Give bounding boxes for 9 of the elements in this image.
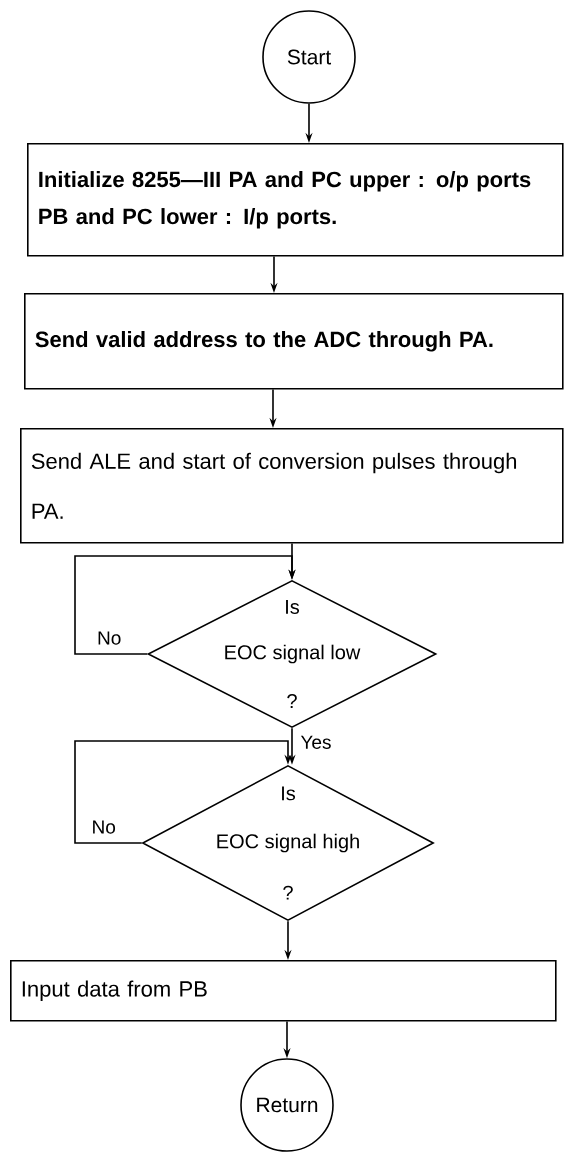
process-box: Initialize 8255—III PA and PC upper : o/p ports PB and PC lower : I/p ports. xyxy=(27,143,564,257)
process-box: Input data from PB xyxy=(10,960,557,1022)
edge-label: Yes xyxy=(299,734,333,750)
edge-label: No xyxy=(96,630,123,646)
process-box: Send valid address to the ADC through PA. xyxy=(24,293,564,390)
process-box: Send ALE and start of conversion pulses through PA. xyxy=(20,428,564,544)
arrow xyxy=(74,555,296,655)
edge-label: No xyxy=(90,819,117,835)
arrow xyxy=(74,740,292,844)
